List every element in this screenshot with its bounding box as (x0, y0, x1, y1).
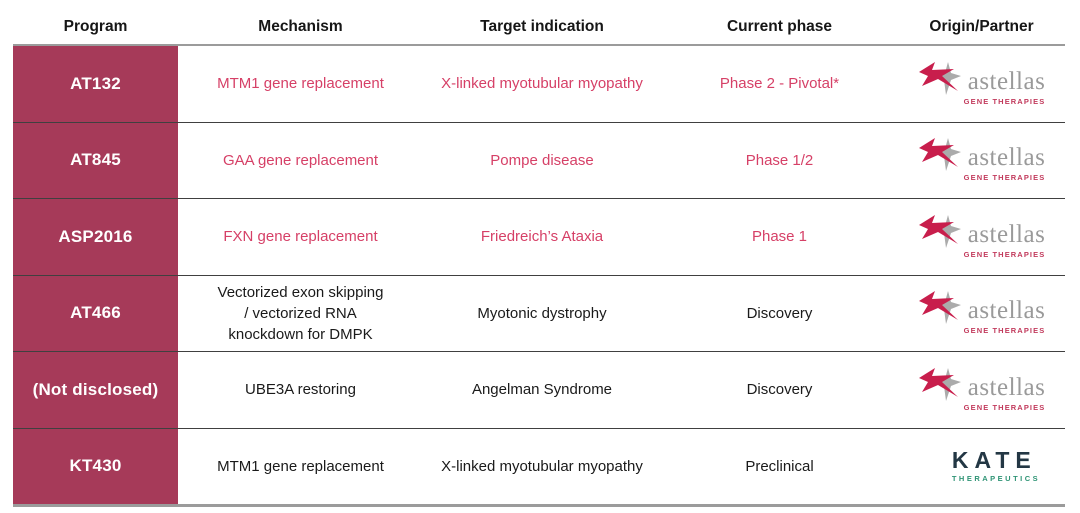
column-header-origin-partner: Origin/Partner (929, 18, 1034, 35)
target-indication-cell: Pompe disease (490, 151, 594, 169)
origin-partner-cell: astellas GENE THERAPIES (898, 276, 1065, 352)
astellas-sub-label: GENE THERAPIES (963, 96, 1046, 106)
program-label: (Not disclosed) (32, 379, 159, 399)
target-indication-cell: X-linked myotubular myopathy (441, 75, 643, 93)
astellas-star-gray-shape (934, 367, 961, 401)
table-header-row: Program Mechanism Target indication Curr… (13, 10, 1065, 46)
current-phase-cell: Phase 1/2 (745, 151, 814, 169)
astellas-star-gray-shape (934, 214, 961, 248)
origin-partner-cell: astellas GENE THERAPIES (898, 123, 1065, 199)
kate-chevron-gray-shape (924, 463, 945, 484)
astellas-logo: astellas GENE THERAPIES (918, 290, 1046, 337)
column-header-program: Program (63, 18, 128, 35)
kate-sub-label: THERAPEUTICS (951, 473, 1041, 483)
origin-partner-cell: astellas GENE THERAPIES (898, 199, 1065, 275)
current-phase-cell: Discovery (746, 304, 813, 322)
origin-partner-cell: astellas GENE THERAPIES (898, 352, 1065, 428)
astellas-flying-star-icon (918, 214, 962, 260)
kate-chevron-green-shape (924, 443, 945, 464)
program-cell: AT466 (13, 275, 178, 351)
current-phase-cell: Phase 1 (751, 228, 808, 246)
column-header-target-indication: Target indication (480, 18, 604, 35)
table-row: AT466 Vectorized exon skipping / vectori… (13, 274, 1065, 352)
astellas-star-red-shape (918, 214, 958, 244)
target-indication-cell: X-linked myotubular myopathy (441, 457, 643, 475)
astellas-star-red-shape (918, 138, 958, 167)
table-row: AT132 MTM1 gene replacement X-linked myo… (13, 46, 1065, 122)
mechanism-cell: GAA gene replacement (222, 151, 379, 169)
astellas-sub-label: GENE THERAPIES (963, 402, 1046, 412)
astellas-star-red-shape (918, 291, 958, 320)
astellas-wordmark: astellas (967, 220, 1046, 248)
current-phase-cell: Phase 2 - Pivotal* (719, 75, 840, 93)
column-header-current-phase: Current phase (726, 18, 833, 35)
program-cell: AT845 (13, 122, 178, 198)
current-phase-cell: Preclinical (745, 457, 814, 475)
astellas-flying-star-icon (918, 367, 962, 413)
program-label: ASP2016 (58, 226, 133, 246)
target-indication-cell: Friedreich’s Ataxia (480, 228, 604, 246)
astellas-sub-label: GENE THERAPIES (963, 326, 1046, 335)
mechanism-cell: MTM1 gene replacement (217, 457, 384, 475)
program-cell: AT132 (13, 46, 178, 122)
astellas-flying-star-icon (918, 290, 962, 336)
program-cell: (Not disclosed) (13, 352, 178, 428)
astellas-logo: astellas GENE THERAPIES (918, 367, 1046, 414)
mechanism-cell: Vectorized exon skipping / vectorized RN… (217, 283, 384, 343)
astellas-star-gray-shape (934, 138, 961, 171)
table-row: ASP2016 FXN gene replacement Friedreich’… (13, 198, 1065, 275)
target-indication-cell: Angelman Syndrome (471, 381, 613, 399)
astellas-wordmark: astellas (967, 297, 1046, 324)
origin-partner-cell: astellas GENE THERAPIES (898, 429, 1065, 505)
table-row: KT430 MTM1 gene replacement X-linked myo… (13, 427, 1065, 505)
astellas-sub-label: GENE THERAPIES (963, 249, 1046, 259)
origin-partner-cell: astellas GENE THERAPIES (898, 46, 1065, 122)
astellas-flying-star-icon (918, 61, 962, 107)
kate-therapeutics-logo: KATE THERAPEUTICS (923, 442, 1040, 490)
program-cell: KT430 (13, 428, 178, 504)
kate-wordmark: KATE (951, 446, 1037, 473)
current-phase-cell: Discovery (746, 381, 813, 399)
program-label: KT430 (69, 456, 122, 476)
astellas-star-gray-shape (934, 61, 961, 95)
astellas-wordmark: astellas (967, 67, 1046, 95)
astellas-logo: astellas GENE THERAPIES (918, 214, 1046, 261)
pipeline-table: Program Mechanism Target indication Curr… (13, 10, 1065, 507)
mechanism-cell: UBE3A restoring (245, 381, 356, 399)
astellas-wordmark: astellas (967, 373, 1046, 401)
astellas-sub-label: GENE THERAPIES (963, 173, 1046, 182)
astellas-flying-star-icon (918, 137, 962, 183)
program-label: AT132 (70, 73, 121, 93)
program-label: AT845 (70, 150, 121, 170)
astellas-star-red-shape (918, 61, 958, 91)
kate-chevron-icon (923, 442, 947, 490)
astellas-star-gray-shape (934, 291, 961, 324)
mechanism-cell: FXN gene replacement (223, 228, 378, 246)
program-label: AT466 (70, 303, 121, 323)
program-cell: ASP2016 (13, 199, 178, 275)
table-row: AT845 GAA gene replacement Pompe disease… (13, 121, 1065, 199)
column-header-mechanism: Mechanism (258, 18, 343, 35)
target-indication-cell: Myotonic dystrophy (477, 304, 607, 322)
table-body: AT132 MTM1 gene replacement X-linked myo… (13, 46, 1065, 507)
astellas-star-red-shape (918, 367, 958, 397)
astellas-wordmark: astellas (967, 144, 1046, 171)
mechanism-cell: MTM1 gene replacement (217, 75, 384, 93)
astellas-logo: astellas GENE THERAPIES (918, 137, 1046, 184)
table-row: (Not disclosed) UBE3A restoring Angelman… (13, 351, 1065, 428)
astellas-logo: astellas GENE THERAPIES (918, 61, 1046, 108)
